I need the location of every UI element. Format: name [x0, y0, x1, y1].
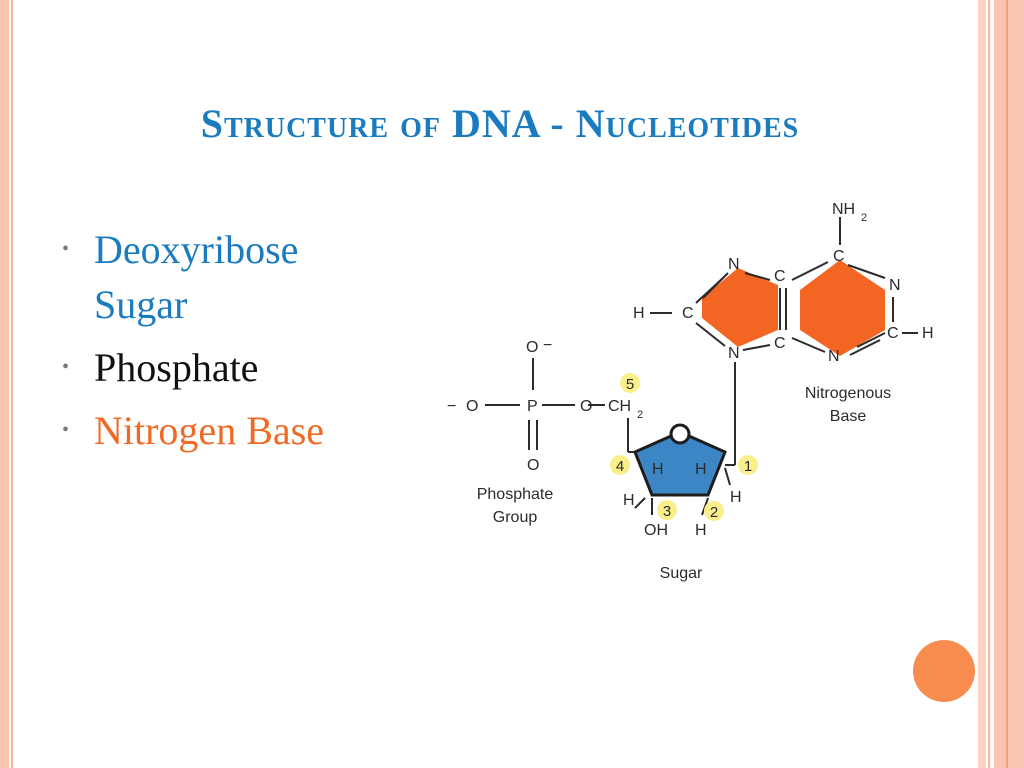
bullet-text: Deoxyribose Sugar: [94, 227, 299, 327]
atom-o-right: O: [580, 398, 592, 415]
base-bonds: [650, 217, 918, 465]
bullet-dot-icon: •: [62, 419, 70, 441]
bullet-dot-icon: •: [62, 356, 70, 378]
atom-h-bottom-left: H: [623, 492, 635, 509]
atom-h-bottom: H: [695, 522, 707, 539]
sugar-bonds: [628, 451, 735, 516]
atom-h-bottom-right: H: [730, 489, 742, 506]
right-border-decoration: [1006, 0, 1008, 768]
bullet-text: Nitrogen Base: [94, 408, 324, 453]
atom-oh: OH: [644, 522, 668, 539]
bullet-dot-icon: •: [62, 238, 70, 260]
right-border-decoration: [994, 0, 1024, 768]
atom-ch: CH: [608, 398, 631, 415]
atom-h-right: H: [922, 325, 934, 342]
carbon-1: 1: [744, 458, 752, 475]
atom-p: P: [527, 398, 538, 415]
phosphate-atoms: O − − O P O CH 2 O: [447, 337, 643, 474]
carbon-4: 4: [616, 458, 624, 475]
right-border-decoration: [988, 0, 990, 768]
atom-h-left: H: [633, 305, 645, 322]
atom-n-bottom-right: N: [828, 348, 840, 365]
o-top-charge: −: [543, 337, 552, 354]
base-five-ring-fill: [702, 268, 778, 347]
carbon-5: 5: [626, 376, 634, 393]
atom-h-left-ring: H: [652, 461, 664, 478]
sugar: 5 4 3 2 1 H H H H OH H Sugar: [610, 373, 758, 582]
atom-n-right: N: [889, 277, 901, 294]
phosphate-label-line1: Phosphate: [477, 486, 554, 503]
sugar-ring-fill: [633, 430, 727, 497]
bullet-item-sugar: • Deoxyribose Sugar: [58, 222, 398, 332]
carbon-badges: [610, 373, 758, 521]
left-border-line: [11, 0, 13, 768]
atom-h-right-ring: H: [695, 461, 707, 478]
decorative-circle: [913, 640, 975, 702]
phosphate-bonds: [485, 358, 629, 452]
amine-label: NH: [832, 201, 855, 218]
base-label-line2: Base: [830, 408, 867, 425]
o-left-charge: −: [447, 398, 456, 415]
nitrogenous-base: NH 2 C N C N H C C H N C N Nitrogenous B…: [633, 201, 934, 465]
base-label-line1: Nitrogenous: [805, 385, 891, 402]
phosphate-label-line2: Group: [493, 509, 538, 526]
phosphate-group: O − − O P O CH 2 O Phosphate Group: [447, 337, 643, 526]
base-atoms: NH 2 C N C N H C C H N C N: [633, 201, 934, 365]
ring-oxygen: [669, 423, 691, 445]
sugar-atoms: H H H H OH H: [623, 461, 742, 539]
atom-n-upper: N: [728, 256, 740, 273]
atom-o-left: O: [466, 398, 478, 415]
right-border-decoration: [978, 0, 986, 768]
atom-c-right: C: [887, 325, 899, 342]
amine-subscript: 2: [861, 212, 867, 224]
atom-n-bottom-left: N: [728, 345, 740, 362]
slide-title: Structure of DNA - Nucleotides: [200, 101, 800, 146]
base-six-ring-fill: [800, 260, 885, 356]
carbon-numbers: 5 4 3 2 1: [616, 376, 752, 521]
atom-c-left: C: [682, 305, 694, 322]
ch-subscript: 2: [637, 409, 643, 421]
sugar-label: Sugar: [660, 565, 703, 582]
bullet-item-phosphate: • Phosphate: [58, 340, 398, 395]
carbon-3: 3: [663, 503, 671, 520]
carbon-2: 2: [710, 504, 718, 521]
left-border-decoration: [0, 0, 9, 768]
atom-c-mid-bottom: C: [774, 335, 786, 352]
atom-o-bottom: O: [527, 457, 539, 474]
bullet-text: Phosphate: [94, 345, 259, 390]
atom-c-mid-top: C: [774, 268, 786, 285]
bullet-list: • Deoxyribose Sugar • Phosphate • Nitrogen …: [58, 222, 398, 466]
bullet-item-base: • Nitrogen Base: [58, 403, 398, 458]
atom-c-top: C: [833, 248, 845, 265]
nucleotide-diagram: NH 2 C N C N H C C H N C N Nitrogenous B…: [447, 201, 934, 582]
atom-o-top: O: [526, 339, 538, 356]
